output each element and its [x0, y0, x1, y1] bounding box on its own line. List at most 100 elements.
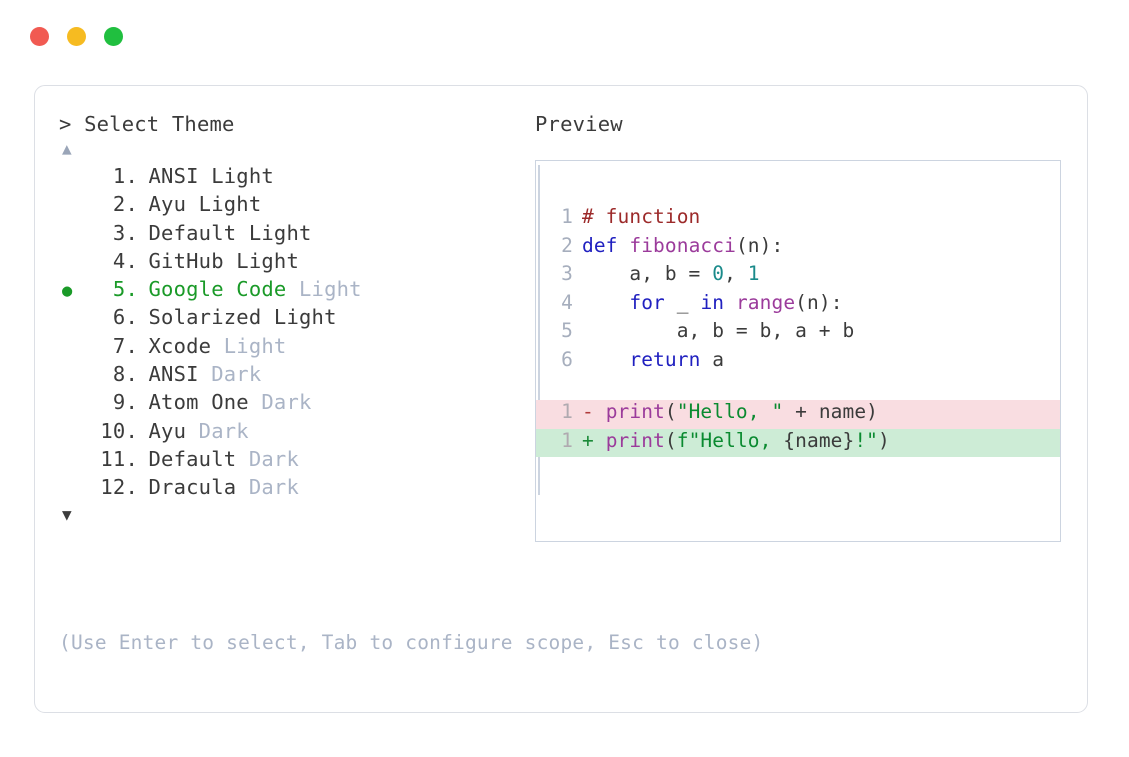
theme-list-item[interactable]: 10.Ayu Dark [59, 419, 529, 447]
theme-item-name: ANSI [148, 164, 199, 188]
code-token: (n): [735, 233, 784, 257]
theme-item-name: Default [148, 220, 237, 245]
diff-removed-line: 1- print("Hello, " + name) [536, 400, 1060, 429]
code-token [724, 291, 736, 314]
theme-item-number: 8. [112, 362, 138, 387]
code-token: # function [582, 205, 701, 228]
scroll-down-icon[interactable]: ▼ [62, 504, 72, 524]
code-token [582, 291, 629, 314]
code-token: def [582, 233, 630, 257]
theme-item-number: 7. [112, 333, 138, 358]
diff-lines: 1- print("Hello, " + name)1+ print(f"Hel… [536, 400, 1060, 457]
theme-list-item[interactable]: 1.ANSI Light [59, 164, 529, 192]
diff-sign: - [582, 400, 606, 423]
code-spacer [536, 376, 1060, 400]
theme-item-number: 3. [112, 220, 138, 245]
theme-item-name: Google Code [148, 277, 287, 302]
code-line-text: return a [582, 348, 724, 371]
theme-list-item[interactable]: 11.Default Dark [59, 447, 529, 475]
code-token: a, b = b, a + b [582, 319, 855, 342]
maximize-window-button[interactable] [104, 27, 123, 46]
theme-list-item[interactable]: ●5.Google Code Light [59, 277, 529, 305]
code-line-text: - print("Hello, " + name) [582, 400, 878, 423]
code-line-text: for _ in range(n): [582, 291, 843, 314]
theme-item-variant: Dark [236, 475, 300, 500]
theme-item-variant: Light [223, 248, 300, 273]
theme-item-name: Dracula [148, 475, 237, 500]
theme-item-name: Solarized [148, 305, 262, 330]
theme-list-item[interactable]: 2. Ayu Light [59, 192, 529, 220]
code-line-text: # function [582, 205, 700, 228]
code-line: 6 return a [536, 348, 1060, 377]
code-line: 4 for _ in range(n): [536, 291, 1060, 320]
code-token: + name) [783, 400, 879, 423]
theme-item-number: 11. [100, 446, 138, 471]
theme-item-variant: Dark [236, 446, 300, 471]
theme-item-variant: Light [186, 192, 262, 217]
code-token: print [605, 400, 665, 423]
code-line: 3 a, b = 0, 1 [536, 262, 1060, 291]
theme-item-variant: Light [236, 220, 312, 245]
theme-item-name: Ayu [148, 192, 187, 217]
theme-item-number: 1. [112, 164, 138, 188]
theme-item-number: 9. [112, 390, 138, 415]
line-number: 1 [561, 205, 573, 228]
code-token: 0 [712, 262, 725, 285]
line-number: 5 [561, 319, 573, 342]
code-token: 1 [747, 262, 760, 285]
diff-sign: + [582, 428, 606, 452]
code-token: _ [664, 290, 701, 314]
theme-item-number: 6. [112, 305, 138, 330]
code-line-text: a, b = 0, 1 [582, 262, 760, 285]
scroll-up-icon[interactable]: ▲ [62, 139, 72, 158]
theme-list-item[interactable]: 9.Atom One Dark [59, 390, 529, 418]
theme-item-number: 2. [112, 192, 138, 217]
theme-selection-panel: > Select Theme ▲ 1. ANSI Light 2. Ayu Light… [59, 110, 529, 526]
code-token: f"Hello, [676, 428, 784, 452]
code-line-text: + print(f"Hello, {name}!") [582, 429, 890, 452]
line-number: 6 [561, 347, 573, 371]
theme-list-item[interactable]: 12. Dracula Dark [59, 475, 529, 503]
code-token: ( [664, 400, 677, 423]
theme-item-name: Ayu [148, 418, 187, 443]
theme-item-number: 12. [100, 475, 138, 500]
code-token: ( [664, 428, 677, 452]
theme-list-item[interactable]: 3. Default Light [59, 221, 529, 249]
selected-bullet-icon: ● [62, 281, 73, 302]
keyboard-hint: (Use Enter to select, Tab to configure s… [59, 631, 764, 654]
prompt-marker: > [59, 112, 72, 136]
code-token: a [700, 347, 725, 371]
theme-item-number: 4. [112, 248, 138, 273]
code-token: fibonacci [629, 233, 736, 257]
theme-item-variant: Dark [186, 418, 249, 443]
code-line: 1 # function [536, 205, 1060, 234]
theme-list-item[interactable]: 6. Solarized Light [59, 305, 529, 333]
diff-added-line: 1+ print(f"Hello, {name}!") [536, 428, 1060, 457]
prompt-title: > Select Theme [59, 110, 529, 138]
code-token: a, b = [582, 262, 713, 285]
code-token: in [700, 290, 725, 314]
theme-item-variant: Dark [248, 390, 312, 415]
code-token: "Hello, " [676, 400, 784, 423]
theme-item-name: GitHub [148, 248, 224, 273]
theme-picker-card: > Select Theme ▲ 1. ANSI Light 2. Ayu Light… [34, 85, 1088, 713]
line-number: 4 [561, 290, 573, 314]
theme-list-item[interactable]: 4. GitHub Light [59, 249, 529, 277]
code-token: {name} [783, 428, 855, 452]
code-token: (n): [795, 290, 843, 314]
theme-item-variant: Dark [198, 362, 262, 387]
close-window-button[interactable] [30, 27, 49, 46]
minimize-window-button[interactable] [67, 27, 86, 46]
line-number: 1 [561, 400, 573, 423]
gutter-bar [538, 165, 540, 495]
theme-list-item[interactable]: 8.ANSI Dark [59, 362, 529, 390]
code-token: print [605, 428, 665, 452]
theme-list-item[interactable]: 7.Xcode Light [59, 334, 529, 362]
theme-item-variant: Light [261, 305, 337, 330]
